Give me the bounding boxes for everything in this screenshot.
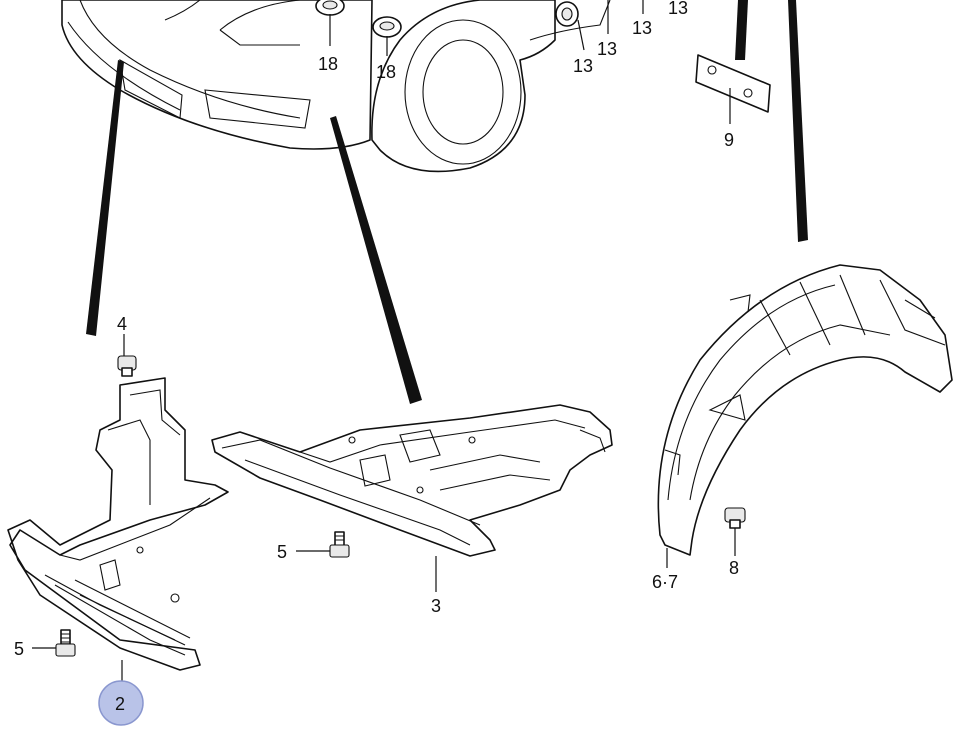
callout-9[interactable]: 9 (724, 130, 734, 150)
callout-5-left[interactable]: 5 (14, 639, 24, 659)
grommet-18b (372, 16, 402, 38)
clip-part-4 (117, 355, 137, 377)
engine-under-cover-part-3[interactable] (211, 404, 613, 557)
callout-13-upper[interactable]: 13 (632, 18, 652, 38)
callout-4[interactable]: 4 (117, 314, 127, 334)
grommet-13 (555, 1, 579, 27)
callout-2[interactable]: 2 (115, 694, 125, 714)
callout-13-lower[interactable]: 13 (573, 56, 593, 76)
bracket-part-9 (695, 54, 771, 113)
bolt-part-5-center (329, 531, 350, 558)
callout-3[interactable]: 3 (431, 596, 441, 616)
clip-part-8 (724, 507, 746, 529)
fender-liner-part-6-7[interactable] (657, 264, 953, 556)
pointer-arrow-right (788, 0, 808, 242)
callout-5-center[interactable]: 5 (277, 542, 287, 562)
wheel-arch-front (371, 0, 611, 173)
callout-2-selected[interactable]: 2 (98, 680, 144, 726)
callout-8[interactable]: 8 (729, 558, 739, 578)
callout-18-left[interactable]: 18 (318, 54, 338, 74)
callout-13-middle[interactable]: 13 (597, 39, 617, 59)
car-body-front (61, 0, 373, 150)
pointer-arrow-bracket (735, 0, 748, 60)
bolt-part-5-left (55, 629, 76, 657)
callout-6-7[interactable]: 6·7 (652, 572, 678, 592)
pointer-arrow-center (330, 116, 422, 404)
callout-13-top[interactable]: 13 (668, 0, 688, 18)
callout-18-right[interactable]: 18 (376, 62, 396, 82)
leader-lines (32, 0, 736, 684)
pointer-arrow-left (86, 60, 124, 336)
grommet-18a (315, 0, 345, 16)
engine-side-cover-part-2[interactable] (7, 377, 229, 671)
callout-2-highlight-circle (98, 680, 144, 726)
